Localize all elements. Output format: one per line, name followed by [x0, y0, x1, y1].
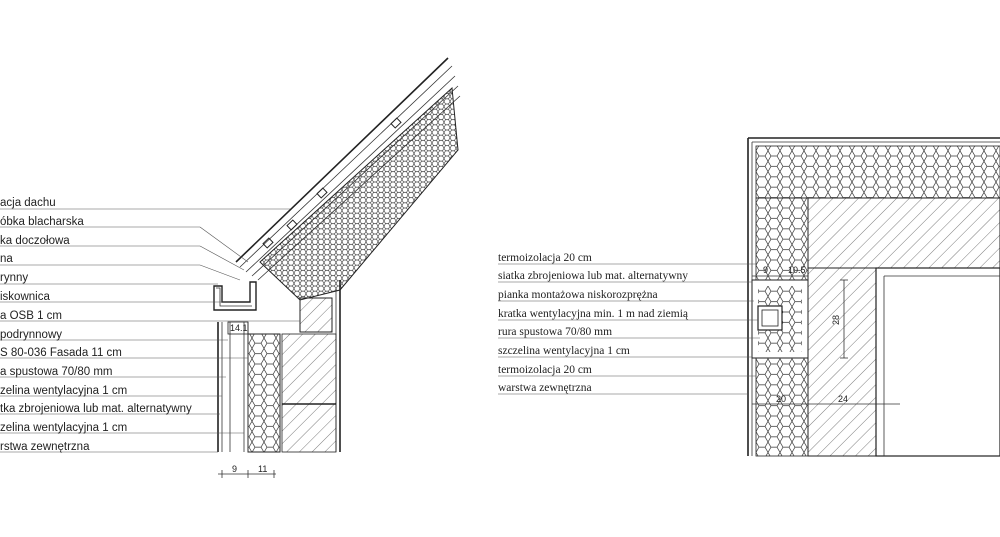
left-dim-c: 14.1 [230, 323, 248, 333]
left-label-9: a spustowa 70/80 mm [0, 366, 113, 378]
left-label-11: tka zbrojeniowa lub mat. alternatywny [0, 403, 192, 415]
right-label-2: pianka montażowa niskorozprężna [498, 289, 658, 301]
left-label-2: ka doczołowa [0, 235, 70, 247]
right-detail: 9 10.5 28 20 24 [747, 137, 1000, 457]
right-dim-e: 24 [838, 394, 848, 404]
wall-core [281, 333, 337, 453]
left-label-3: na [0, 253, 13, 265]
right-label-6: termoizolacja 20 cm [498, 364, 592, 376]
left-label-10: zelina wentylacyjna 1 cm [0, 385, 127, 397]
roof-insulation [259, 86, 459, 301]
left-label-6: a OSB 1 cm [0, 310, 62, 322]
left-label-4: rynny [0, 272, 28, 284]
right-label-7: warstwa zewnętrzna [498, 382, 592, 394]
right-label-4: rura spustowa 70/80 mm [498, 326, 612, 338]
right-label-0: termoizolacja 20 cm [498, 252, 592, 264]
left-label-1: óbka blacharska [0, 216, 84, 228]
left-dim-a: 9 [232, 464, 237, 474]
left-detail: 14.1 9 11 [213, 57, 461, 478]
right-label-5: szczelina wentylacyjna 1 cm [498, 345, 630, 357]
core-top [807, 197, 1000, 269]
wall-plate [299, 297, 333, 333]
right-label-3: kratka wentylacyjna min. 1 m nad ziemią [498, 308, 689, 320]
wall-insulation [247, 333, 281, 453]
left-labels: acja dachu óbka blacharska ka doczołowa … [0, 197, 300, 453]
roof-battens [262, 117, 402, 249]
gutter [213, 281, 257, 311]
left-label-12: zelina wentylacyjna 1 cm [0, 422, 127, 434]
right-labels: termoizolacja 20 cm siatka zbrojeniowa l… [498, 252, 760, 395]
left-label-13: rstwa zewnętrzna [0, 441, 90, 453]
right-label-1: siatka zbrojeniowa lub mat. alternatywny [498, 270, 688, 282]
left-label-8: S 80-036 Fasada 11 cm [0, 347, 122, 359]
left-label-5: iskownica [0, 291, 50, 303]
interior [875, 267, 1000, 457]
left-dim-b: 11 [258, 464, 267, 474]
core-left [807, 267, 877, 457]
right-dim-c: 28 [831, 315, 841, 325]
insulation-top [755, 145, 1000, 199]
right-dim-a: 9 [763, 265, 768, 275]
left-label-0: acja dachu [0, 197, 56, 209]
right-dim-d: 20 [776, 394, 786, 404]
right-dim-b: 10.5 [788, 265, 806, 275]
left-label-7: podrynnowy [0, 329, 62, 341]
